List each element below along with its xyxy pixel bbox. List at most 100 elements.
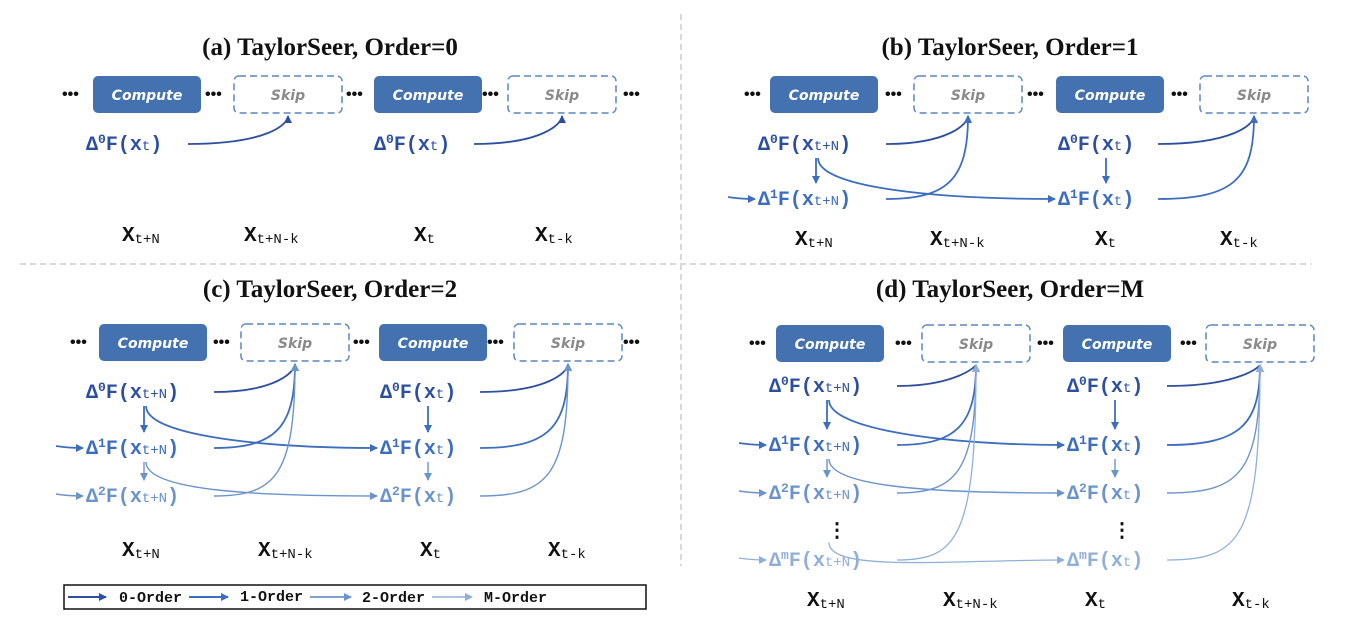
ellipsis: •••	[205, 86, 222, 103]
panel-c: (c) TaylorSeer, Order=2•••••••••••••••Co…	[55, 276, 640, 563]
skip-box	[913, 75, 1023, 114]
timestep-label: Xt+N-k	[943, 590, 998, 613]
timestep-label: Xt+N	[795, 229, 833, 252]
term-left-order-1: Δ1F(xt+N)	[758, 187, 851, 213]
legend-box	[63, 584, 647, 610]
term-left-order-2: Δ2F(xt+N)	[86, 484, 179, 510]
compute-block: Compute	[1063, 325, 1171, 362]
skip-label: Skip	[545, 88, 579, 104]
compute-box	[99, 324, 207, 361]
panel-title: (c) TaylorSeer, Order=2	[203, 276, 457, 303]
ellipsis: •••	[744, 86, 761, 103]
skip-box	[1205, 324, 1315, 363]
term-left-order-0: Δ0F(xt+N)	[769, 374, 862, 400]
timestep-label: Xt+N	[122, 540, 160, 563]
skip-block: Skip	[513, 323, 623, 362]
compute-block: Compute	[93, 76, 201, 113]
legend-label-m-order: M-Order	[484, 590, 547, 607]
arrow-left-to-skip	[896, 364, 980, 561]
timestep-label: Xt+N	[807, 590, 845, 613]
skip-label: Skip	[271, 88, 305, 104]
arrow-incoming	[738, 555, 767, 564]
arrow-left-to-skip	[187, 115, 292, 145]
arrow-right-to-skip	[479, 363, 572, 449]
timestep-label: Xt	[1085, 590, 1106, 613]
arrow-incoming	[738, 488, 767, 497]
panel-b: (b) TaylorSeer, Order=1••••••••••••Compu…	[727, 34, 1309, 252]
timestep-label: Xt-k	[1232, 590, 1270, 613]
panel-title: (b) TaylorSeer, Order=1	[881, 34, 1138, 61]
arrow-right-to-skip	[1166, 364, 1264, 387]
ellipsis: •••	[885, 86, 902, 103]
compute-box	[776, 325, 884, 362]
skip-label: Skip	[959, 337, 993, 353]
compute-box	[770, 76, 878, 113]
term-right-order-m: ΔmF(xt)	[1067, 548, 1143, 574]
ellipsis: •••	[1180, 335, 1197, 352]
term-left-order-2: Δ2F(xt+N)	[769, 481, 862, 507]
ellipsis: •••	[1171, 86, 1188, 103]
arrow-left-to-skip	[896, 364, 980, 446]
legend-label-2-order: 2-Order	[362, 590, 425, 607]
compute-box	[379, 324, 487, 361]
skip-label: Skip	[951, 88, 985, 104]
timestep-label: Xt-k	[548, 540, 586, 563]
timestep-label: Xt+N-k	[244, 225, 299, 248]
timestep-label: Xt+N-k	[930, 229, 985, 252]
timestep-label: Xt	[420, 540, 441, 563]
skip-box	[240, 323, 350, 362]
compute-label: Compute	[393, 88, 464, 104]
compute-block: Compute	[379, 324, 487, 361]
vdots-left: ⋮	[827, 521, 847, 544]
compute-label: Compute	[112, 88, 183, 104]
ellipsis: •••	[62, 86, 79, 103]
ellipsis: •••	[487, 334, 504, 351]
compute-box	[1056, 76, 1164, 113]
term-left-order-0: Δ0F(xt)	[86, 132, 162, 158]
vdots-right: ⋮	[1112, 521, 1132, 544]
arrow-difference-to-next	[145, 405, 378, 452]
arrow-incoming	[738, 440, 767, 449]
skip-label: Skip	[1243, 337, 1277, 353]
skip-box	[1199, 75, 1309, 114]
compute-box	[93, 76, 201, 113]
timestep-label: Xt-k	[1220, 229, 1258, 252]
term-right-order-0: Δ0F(xt)	[1058, 132, 1134, 158]
compute-label: Compute	[789, 88, 860, 104]
compute-block: Compute	[374, 76, 482, 113]
arrow-left-to-skip	[885, 115, 972, 145]
legend-label-0-order: 0-Order	[119, 590, 182, 607]
ellipsis: •••	[623, 334, 640, 351]
timestep-label: Xt-k	[535, 225, 573, 248]
arrow-difference-to-next	[817, 157, 1056, 203]
arrow-right-to-skip	[1157, 115, 1258, 200]
arrow-right-to-skip	[473, 115, 566, 145]
term-right-order-1: Δ1F(xt)	[380, 436, 456, 462]
timestep-label: Xt+N	[122, 225, 160, 248]
arrow-incoming	[55, 491, 84, 500]
compute-label: Compute	[1075, 88, 1146, 104]
term-left-order-0: Δ0F(xt+N)	[86, 380, 179, 406]
arrow-incoming	[55, 443, 84, 452]
panel-a: (a) TaylorSeer, Order=0•••••••••••••••Co…	[62, 34, 640, 248]
compute-label: Compute	[118, 336, 189, 352]
arrow-right-to-skip	[1157, 115, 1258, 145]
arrow-left-to-skip	[896, 364, 980, 387]
skip-block: Skip	[507, 75, 617, 114]
arrow-left-to-skip	[896, 364, 980, 494]
arrow-right-to-skip	[479, 363, 572, 393]
arrow-left-to-skip	[885, 115, 972, 200]
term-left-order-1: Δ1F(xt+N)	[86, 436, 179, 462]
term-left-order-m: ΔmF(xt+N)	[769, 548, 862, 574]
arrow-right-to-skip	[1166, 364, 1264, 494]
skip-label: Skip	[278, 336, 312, 352]
skip-box	[921, 324, 1031, 363]
compute-label: Compute	[795, 337, 866, 353]
term-left-order-1: Δ1F(xt+N)	[769, 433, 862, 459]
arrow-difference-to-next	[828, 542, 1065, 565]
skip-label: Skip	[1237, 88, 1271, 104]
panel-title: (d) TaylorSeer, Order=M	[876, 276, 1144, 303]
ellipsis: •••	[482, 86, 499, 103]
skip-label: Skip	[551, 336, 585, 352]
ellipsis: •••	[895, 335, 912, 352]
